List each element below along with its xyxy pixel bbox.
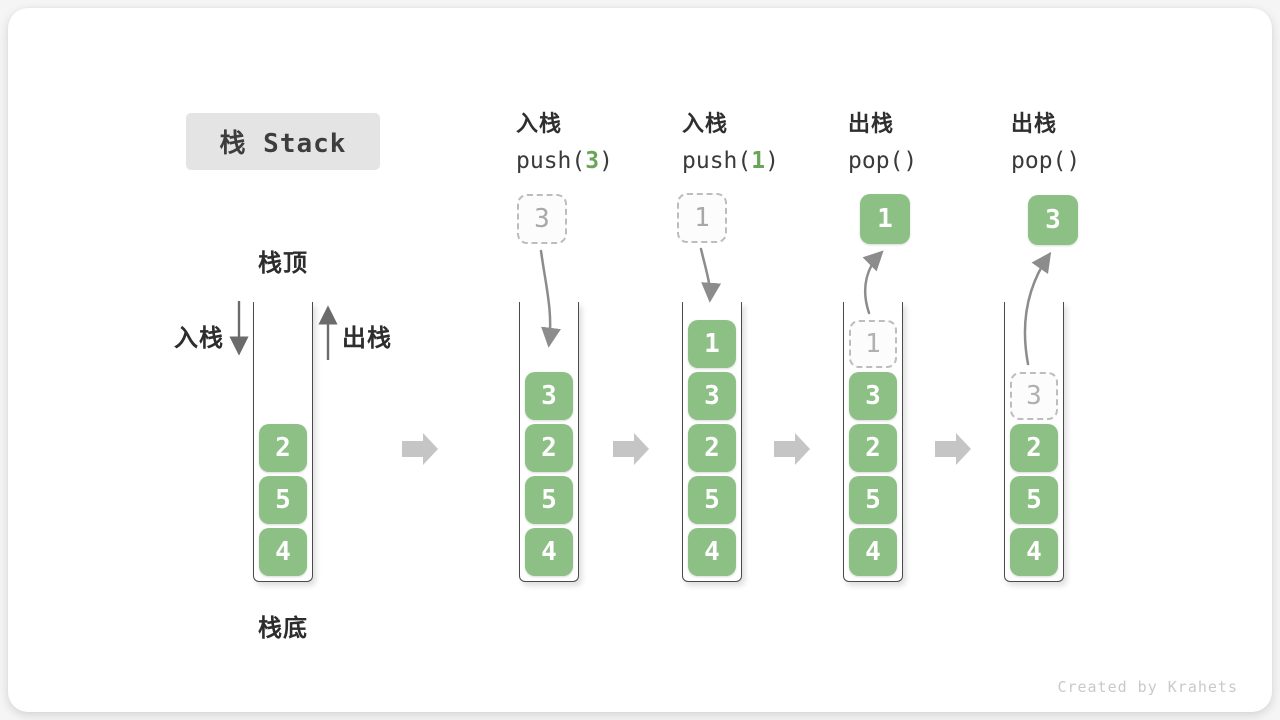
stack-container-after-push3: 3 2 5 4 [519,302,579,582]
operation-cn-label: 出栈 [1011,111,1058,136]
diagram-title: 栈 Stack [186,113,380,170]
popped-ghost-slot: 1 [849,320,897,368]
outgoing-element-box: 1 [860,194,910,244]
stack-block: 1 [688,320,736,368]
stack-block: 3 [525,372,573,420]
stack-block: 4 [688,528,736,576]
stack-block: 2 [525,424,573,472]
stack-block: 2 [1010,424,1058,472]
stack-container-initial: 2 5 4 [253,302,313,582]
push-side-label: 入栈 [174,325,224,352]
push-arg-value: 1 [751,148,766,174]
popped-ghost-slot: 3 [1010,372,1058,420]
stack-block: 4 [1010,528,1058,576]
stack-block: 5 [849,476,897,524]
operation-label-pop-1st: 出栈 pop() [848,106,1008,174]
operation-code: push(3) [516,148,613,174]
stack-block: 4 [525,528,573,576]
operation-code: pop() [848,148,918,174]
operation-label-push3: 入栈 push(3) [516,106,676,174]
stack-bottom-label: 栈底 [258,615,308,642]
incoming-element-box: 3 [517,194,567,244]
operation-cn-label: 入栈 [516,111,563,136]
operation-label-pop-2nd: 出栈 pop() [1011,106,1171,174]
stack-block: 3 [849,372,897,420]
stack-block: 5 [525,476,573,524]
incoming-element-box: 1 [677,193,727,243]
stack-block: 5 [1010,476,1058,524]
operation-cn-label: 出栈 [848,111,895,136]
stack-block: 2 [259,424,307,472]
stack-block: 2 [688,424,736,472]
operation-label-push1: 入栈 push(1) [682,106,842,174]
push-arg-value: 3 [585,148,600,174]
stack-block: 5 [688,476,736,524]
outgoing-element-box: 3 [1028,195,1078,245]
watermark: Created by Krahets [1057,678,1238,696]
stack-block: 5 [259,476,307,524]
stack-container-after-push1: 1 3 2 5 4 [682,302,742,582]
operation-code: push(1) [682,148,779,174]
stack-top-label: 栈顶 [258,250,308,277]
stack-block: 2 [849,424,897,472]
operation-code: pop() [1011,148,1081,174]
stack-container-after-pop1: 1 3 2 5 4 [843,302,903,582]
pop-side-label: 出栈 [342,325,392,352]
stack-block: 4 [849,528,897,576]
stack-container-after-pop3: 3 2 5 4 [1004,302,1064,582]
stack-block: 4 [259,528,307,576]
stack-block: 3 [688,372,736,420]
operation-cn-label: 入栈 [682,111,729,136]
